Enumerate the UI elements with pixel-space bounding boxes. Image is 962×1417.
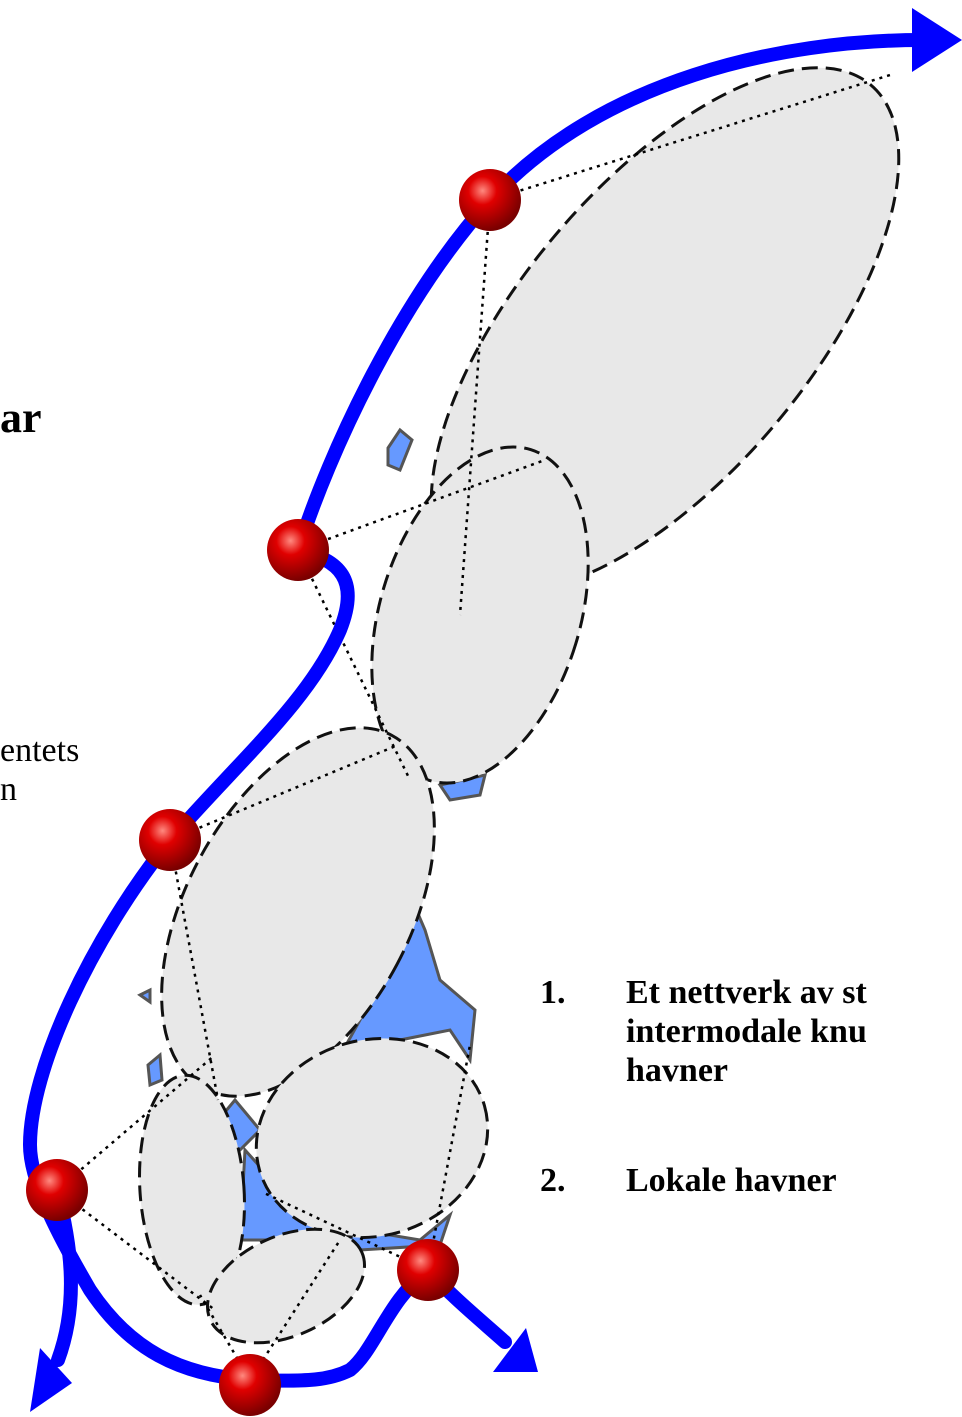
legend-item: 2. Lokale havner bbox=[540, 1161, 867, 1200]
region-southwest bbox=[138, 1073, 246, 1307]
cropped-text-line-2: n bbox=[0, 771, 17, 808]
route-arrowheads bbox=[30, 8, 962, 1412]
regions bbox=[138, 66, 901, 1345]
port-node-southwest bbox=[26, 1159, 88, 1221]
land-patch-island-1 bbox=[386, 427, 414, 472]
connection-line bbox=[296, 549, 412, 781]
east-arrowhead-icon bbox=[493, 1328, 538, 1372]
west-arrowhead-icon bbox=[30, 1348, 72, 1412]
connection-line bbox=[261, 1190, 429, 1272]
legend-item-text: Et nettverk av st intermodale knu havner bbox=[626, 974, 867, 1089]
legend-item-number: 2. bbox=[540, 1162, 566, 1199]
port-node-north bbox=[459, 169, 521, 231]
connection-line bbox=[458, 199, 492, 616]
legend: 1. Et nettverk av st intermodale knu hav… bbox=[540, 973, 867, 1200]
cropped-text-line-1: entets bbox=[0, 732, 80, 769]
port-node-south bbox=[219, 1354, 281, 1416]
connection-line bbox=[169, 743, 399, 842]
legend-item-number: 1. bbox=[540, 974, 566, 1011]
port-node-mid bbox=[139, 809, 201, 871]
region-southeast bbox=[254, 1036, 490, 1240]
connection-line bbox=[426, 1044, 472, 1271]
connections bbox=[56, 73, 891, 1381]
legend-item: 1. Et nettverk av st intermodale knu hav… bbox=[540, 973, 867, 1090]
port-node-mid-north bbox=[267, 519, 329, 581]
north-arrowhead-icon bbox=[912, 8, 962, 72]
port-node-southeast bbox=[397, 1239, 459, 1301]
region-south bbox=[205, 1227, 367, 1345]
connection-line bbox=[56, 1054, 216, 1191]
connection-line bbox=[489, 73, 891, 202]
connection-line bbox=[56, 1189, 216, 1311]
connection-line bbox=[248, 1239, 342, 1381]
ports bbox=[26, 169, 521, 1416]
land-patch-island-5 bbox=[137, 987, 152, 1005]
land-patch-island-4 bbox=[146, 1051, 164, 1088]
legend-item-text: Lokale havner bbox=[626, 1162, 837, 1199]
cropped-text-bold: ar bbox=[0, 393, 42, 442]
region-mid-north bbox=[370, 445, 590, 785]
